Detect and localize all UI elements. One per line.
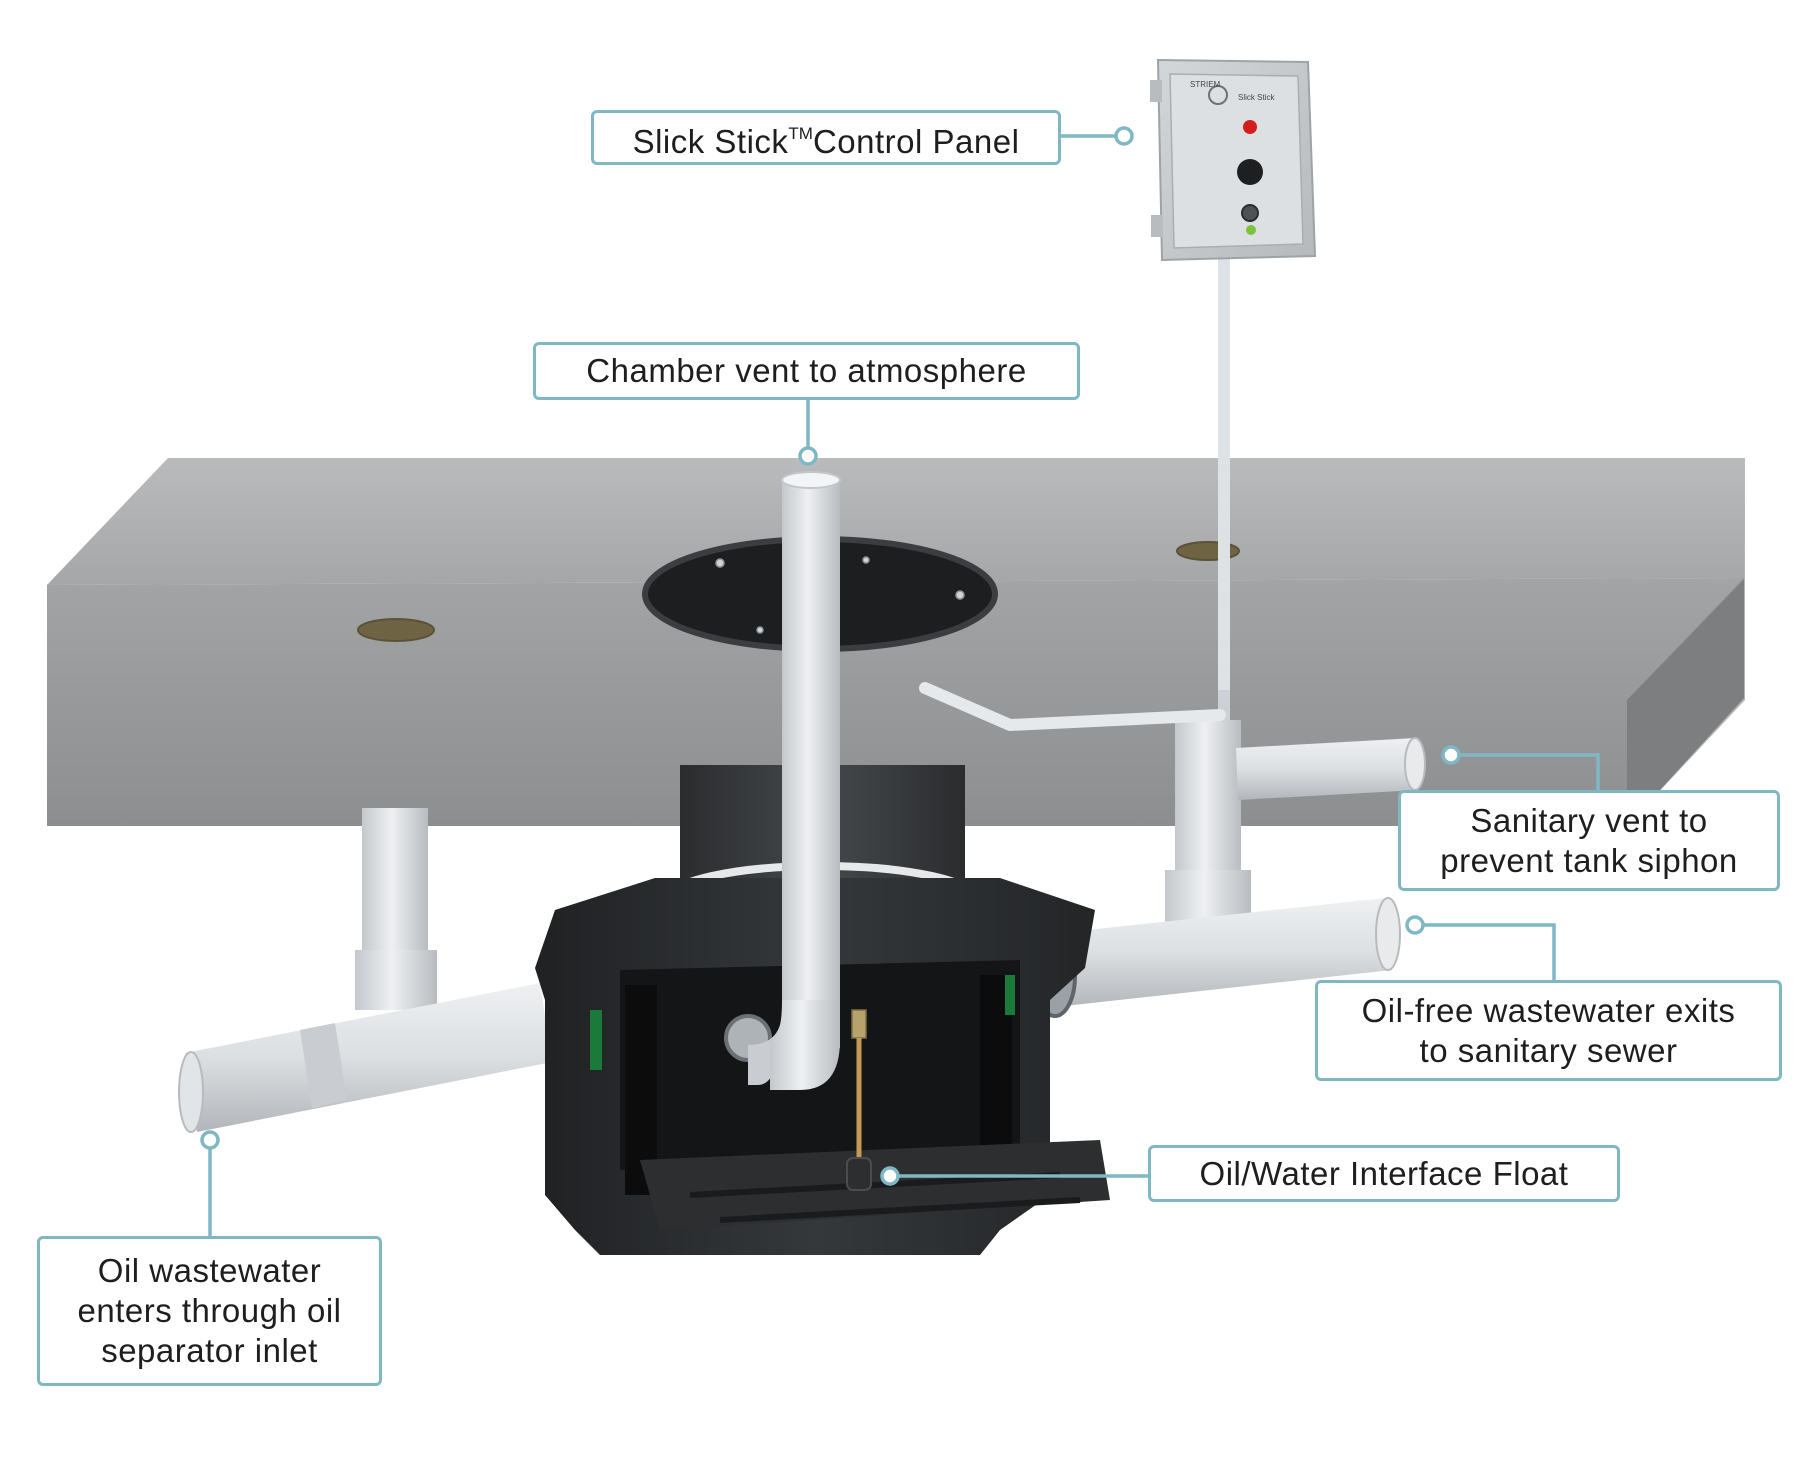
slab-port-left: [357, 618, 435, 642]
callout-chamber-vent: Chamber vent to atmosphere: [533, 342, 1080, 400]
left-tee-fitting: [355, 950, 437, 1010]
control-panel-name: Slick Stick: [632, 122, 789, 160]
lid-screw: [756, 626, 764, 634]
sanitary-vent-pipe: [1236, 738, 1418, 800]
oil-inlet-line3: separator inlet: [101, 1332, 318, 1369]
leader-oil-free-exit: [1423, 923, 1556, 983]
callout-oil-free-exit: Oil-free wastewater exits to sanitary se…: [1315, 980, 1782, 1081]
panel-logo-mark: [1208, 85, 1228, 105]
chamber-vent-vertical: [782, 478, 840, 1048]
chamber-vent-pipe: [748, 471, 841, 1090]
sanitary-vent-line2: prevent tank siphon: [1440, 841, 1738, 879]
callout-oil-inlet: Oil wastewater enters through oil separa…: [37, 1236, 382, 1386]
callout-leaders: [200, 126, 1600, 1240]
leader-dot-control-panel: [1114, 126, 1134, 146]
oil-inlet-line2: enters through oil: [77, 1292, 342, 1329]
power-light: [1246, 225, 1256, 235]
lid-screw: [955, 590, 965, 600]
lid-screw: [862, 556, 870, 564]
panel-brand-text: STRIEM: [1190, 80, 1221, 89]
callout-interface-float: Oil/Water Interface Float: [1148, 1145, 1620, 1202]
leader-dot-chamber-vent: [798, 446, 818, 466]
inlet-pipe: [185, 983, 552, 1132]
float-body: [846, 1157, 872, 1191]
inlet-coupling: [300, 1023, 347, 1108]
chamber-vent-elbow-body: [770, 1000, 840, 1090]
outlet-pipe-end: [1375, 897, 1401, 971]
leader-dot-sanitary-vent: [1441, 745, 1461, 765]
callout-control-panel: Slick StickTMControl Panel: [591, 110, 1061, 165]
outlet-pipe: [1040, 898, 1392, 1008]
oil-inlet-line1: Oil wastewater: [97, 1252, 322, 1289]
chamber-vent-label: Chamber vent to atmosphere: [586, 352, 1027, 389]
conduit-horizontal: [919, 682, 1226, 731]
leader-dot-oil-inlet: [200, 1130, 220, 1150]
panel-hinge: [1150, 80, 1162, 102]
trademark-symbol: TM: [788, 123, 813, 143]
inlet-pipe-end: [178, 1051, 204, 1133]
inlet-piping: [178, 808, 614, 1133]
interface-float: [846, 1009, 872, 1191]
panel-button: [1237, 159, 1263, 185]
interface-float-label: Oil/Water Interface Float: [1199, 1154, 1569, 1192]
leader-dot-interface-float: [880, 1166, 900, 1186]
sanitary-vent-end: [1404, 737, 1426, 791]
control-conduit: [919, 249, 1230, 731]
alarm-light: [1243, 120, 1257, 134]
panel-switch: [1241, 204, 1259, 222]
leader-sanitary-vent: [1459, 753, 1600, 795]
separator-tank: [535, 878, 1110, 1255]
tank-floor-rib: [719, 1197, 1081, 1223]
sanitary-vent-line1: Sanitary vent to: [1470, 801, 1708, 839]
slab-top: [47, 458, 1745, 585]
tank-floor-rib: [689, 1172, 1061, 1198]
inlet-green-gasket: [590, 1010, 602, 1070]
oil-free-exit-line2: to sanitary sewer: [1419, 1031, 1678, 1069]
float-top-fitting: [851, 1009, 867, 1039]
callout-sanitary-vent: Sanitary vent to prevent tank siphon: [1398, 790, 1780, 891]
outlet-green-gasket: [1005, 975, 1015, 1015]
panel-model-text: Slick Stick: [1238, 93, 1275, 102]
control-panel-enclosure: STRIEM Slick Stick: [1150, 58, 1317, 262]
lid-screw: [715, 558, 725, 568]
panel-face: [1169, 73, 1304, 249]
slab-end-face: [1627, 580, 1744, 826]
control-panel-rest: Control Panel: [812, 122, 1020, 160]
oil-free-exit-line1: Oil-free wastewater exits: [1361, 991, 1736, 1029]
leader-dot-oil-free-exit: [1405, 915, 1425, 935]
chamber-vent-top: [781, 471, 841, 489]
panel-hinge: [1151, 215, 1163, 237]
